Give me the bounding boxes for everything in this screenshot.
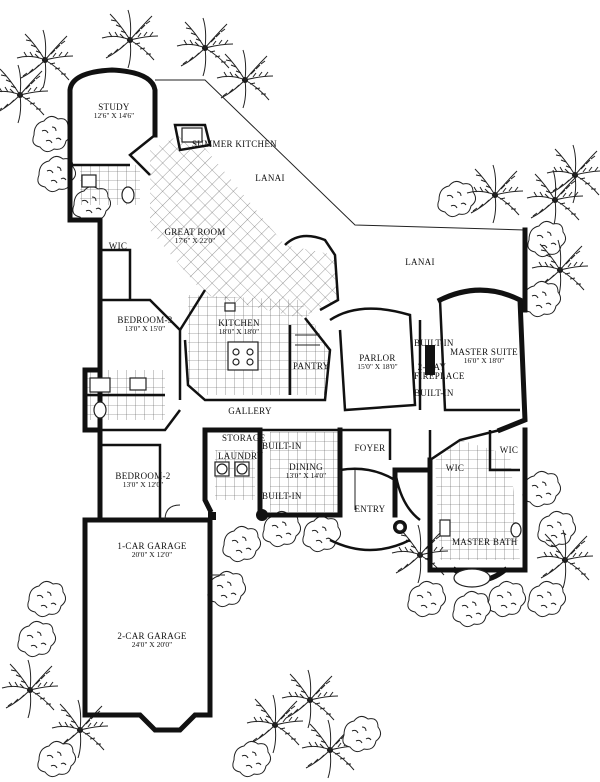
room-label-wic-master-left: WIC (445, 463, 465, 473)
room-label-built-in-dining-bottom: BUILT-IN (262, 491, 302, 501)
room-label-gallery: GALLERY (228, 406, 272, 416)
study-dims: 12'6" X 14'6" (93, 111, 135, 121)
room-label-bedroom-2: BEDROOM-2 13'0" X 12'0" (115, 471, 171, 490)
study-name: STUDY (98, 102, 130, 112)
room-label-foyer: FOYER (354, 443, 386, 453)
interior-walls (70, 123, 520, 552)
room-label-built-in-top: BUILT-IN (414, 338, 454, 348)
room-label-wic-master-right: WIC (499, 445, 519, 455)
room-label-parlor: PARLOR 15'0" X 18'0" (357, 353, 398, 372)
room-label-entry: ENTRY (354, 504, 386, 514)
room-label-study: STUDY 12'6" X 14'6" (84, 102, 144, 121)
room-label-lanai-left: LANAI (255, 173, 285, 183)
room-label-master-suite: MASTER SUITE 16'0" X 18'0" (450, 347, 518, 366)
room-label-wic-left: WIC (108, 241, 128, 251)
room-label-great-room: GREAT ROOM 17'6" X 22'0" (164, 227, 226, 246)
room-label-fireplace: 2-WAY FIREPLACE (414, 362, 465, 382)
room-label-summer-kitchen: SUMMER KITCHEN (192, 139, 277, 149)
room-label-lanai-right: LANAI (405, 257, 435, 267)
room-label-kitchen: KITCHEN 18'0" X 18'0" (218, 318, 260, 337)
room-label-master-bath: MASTER BATH (452, 537, 518, 547)
room-label-1-car-garage: 1-CAR GARAGE 20'0" X 12'0" (117, 541, 187, 560)
room-label-built-in-dining-top: BUILT-IN (262, 441, 302, 451)
room-label-dining: DINING 13'0" X 14'0" (285, 462, 327, 481)
room-label-storage: STORAGE (222, 433, 266, 443)
room-label-bedroom-3: BEDROOM-3 13'0" X 15'0" (117, 315, 173, 334)
room-label-pantry: PANTRY (293, 361, 330, 371)
room-label-2-car-garage: 2-CAR GARAGE 24'0" X 20'0" (117, 631, 187, 650)
room-label-built-in-bottom: BUILT-IN (414, 388, 454, 398)
fixtures (81, 127, 522, 588)
room-label-laundry: LAUNDRY (218, 451, 264, 461)
